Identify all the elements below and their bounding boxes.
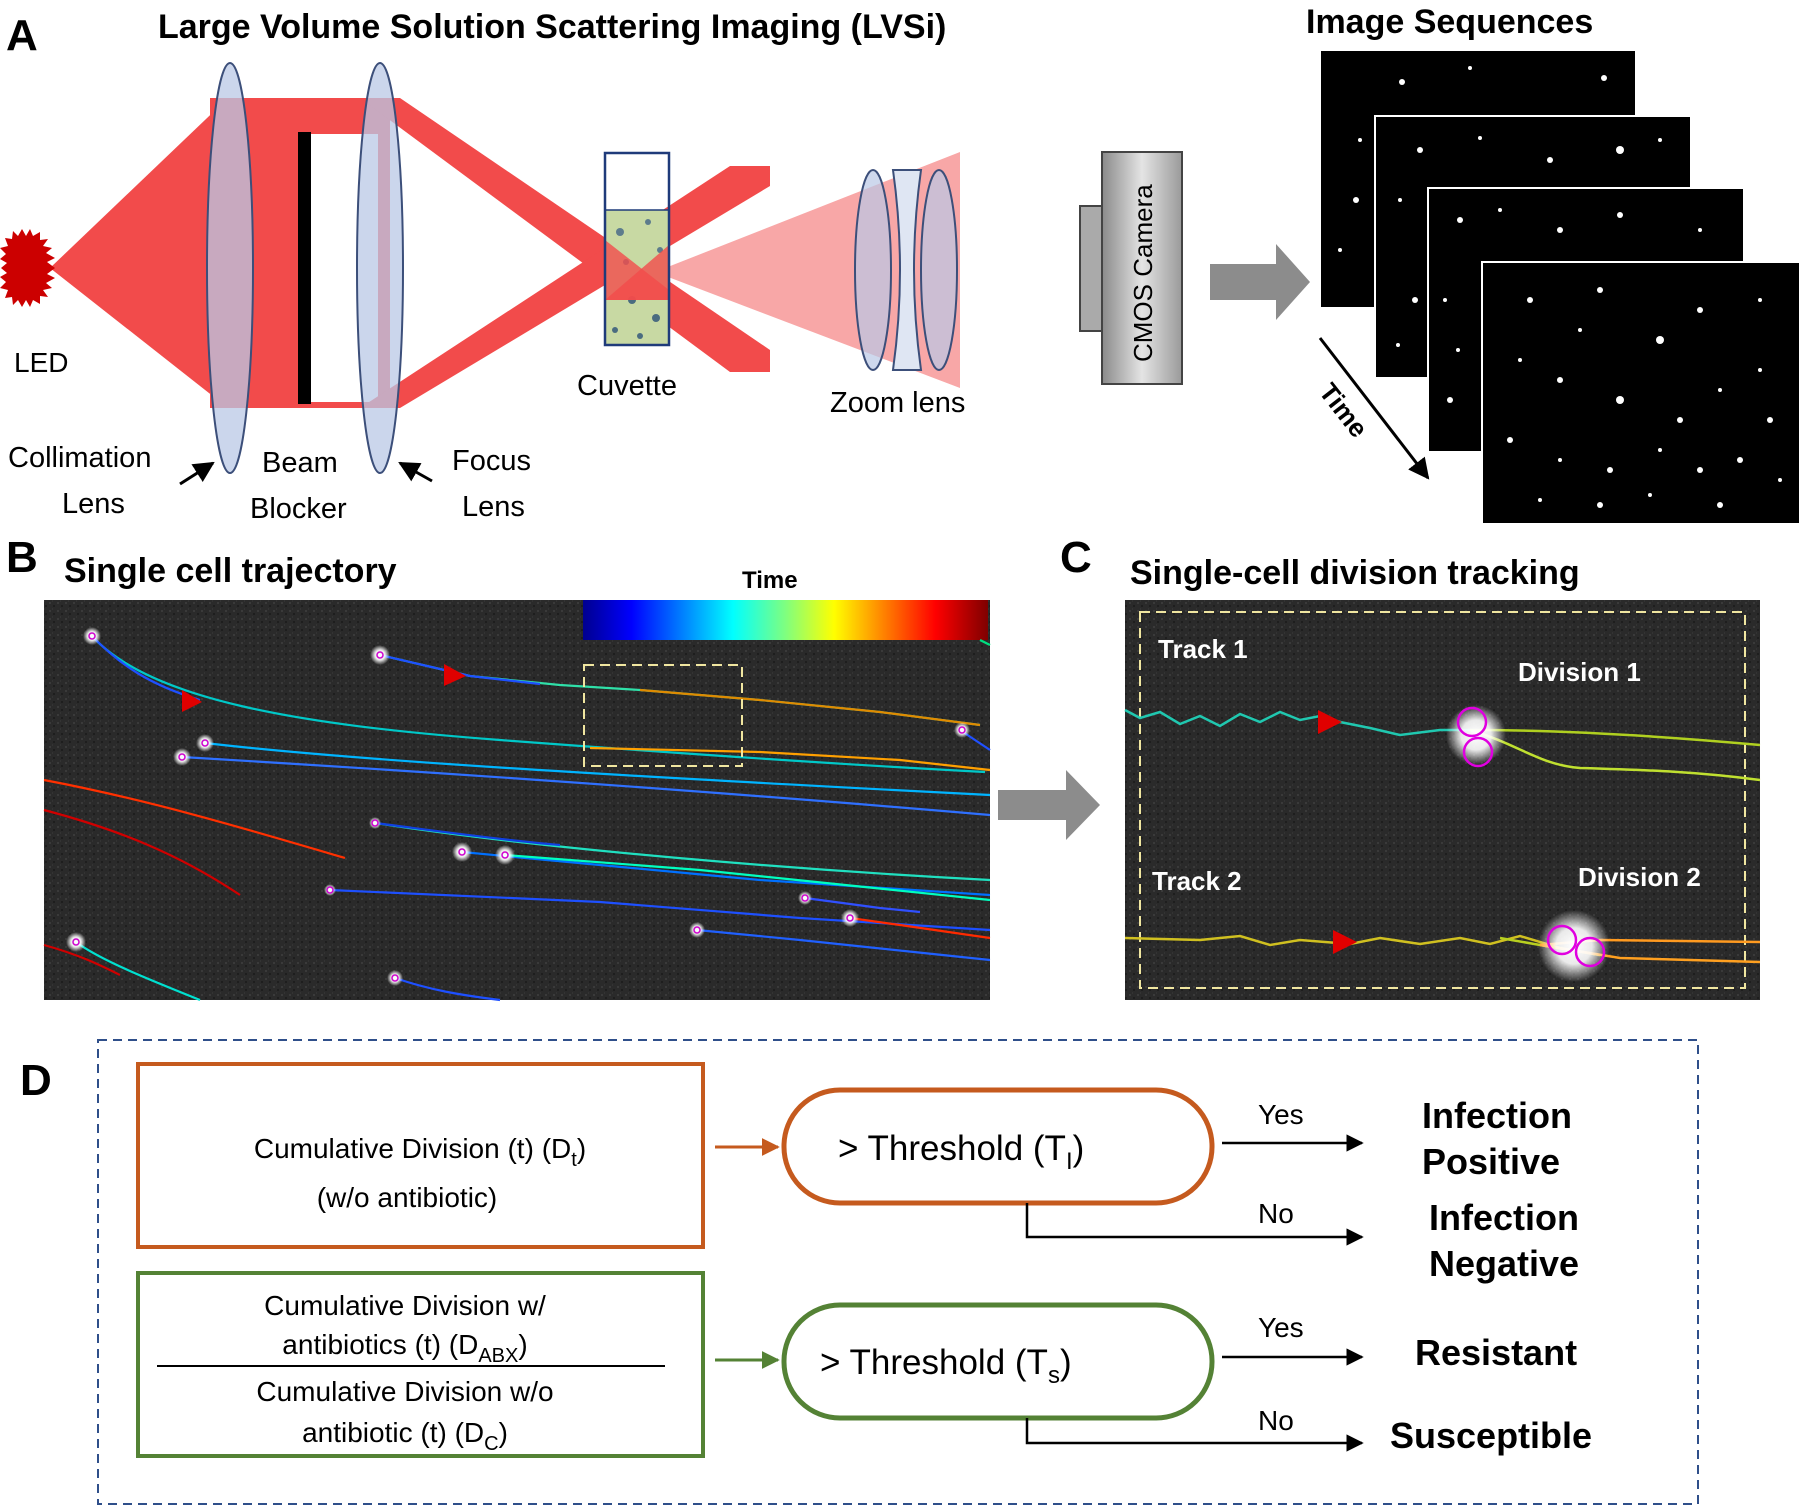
image-sequences-title: Image Sequences xyxy=(1306,3,1593,41)
ratio-numerator-line1: Cumulative Division w/ xyxy=(264,1290,546,1321)
panel-b-title: Single cell trajectory xyxy=(64,552,397,590)
no-arrow-2 xyxy=(1025,1418,1364,1452)
collimation-lens xyxy=(206,62,254,474)
panel-d: D Cumulative Division (t) (Dt) (w/o anti… xyxy=(20,1039,1699,1505)
infection-positive-line2: Positive xyxy=(1422,1141,1560,1182)
panel-c-letter: C xyxy=(1060,533,1092,582)
focus-label-1: Focus xyxy=(452,445,531,477)
zoom-lens xyxy=(854,169,958,371)
threshold-infection-pill xyxy=(781,1087,1215,1206)
trajectory-image xyxy=(44,600,990,1000)
direction-arrow-1 xyxy=(182,690,202,712)
track2-arrow xyxy=(1333,930,1357,954)
yes-label-2: Yes xyxy=(1258,1312,1304,1343)
panel-a-title: Large Volume Solution Scattering Imaging… xyxy=(158,8,946,46)
infection-negative-line1: Infection xyxy=(1429,1197,1579,1238)
time-arrow xyxy=(1318,337,1430,480)
collimation-label-2: Lens xyxy=(62,488,125,520)
division-tracks xyxy=(1124,708,1761,964)
panel-c: C Single-cell division tracking Track 1 … xyxy=(1060,533,1761,1000)
focused-beam-upper xyxy=(360,98,770,372)
division1-label: Division 1 xyxy=(1518,657,1641,687)
cuvette-label: Cuvette xyxy=(577,370,677,402)
zoom-lens-label: Zoom lens xyxy=(830,387,965,419)
beam-blocker-label-2: Blocker xyxy=(250,493,347,525)
focus-lens xyxy=(356,62,404,474)
division-ratio-box xyxy=(136,1271,705,1458)
image-stack xyxy=(1319,49,1800,525)
zoom-region xyxy=(583,664,743,767)
box1-line2: (w/o antibiotic) xyxy=(317,1182,498,1213)
susceptible-label: Susceptible xyxy=(1390,1415,1592,1456)
time-label: Time xyxy=(1313,377,1374,443)
cuvette xyxy=(603,151,671,347)
led-label: LED xyxy=(14,347,68,378)
led-cone xyxy=(50,98,228,408)
yes-label-1: Yes xyxy=(1258,1099,1304,1130)
panel-d-border xyxy=(97,1039,1699,1505)
infection-positive-line1: Infection xyxy=(1422,1095,1572,1136)
division-border xyxy=(1139,611,1746,989)
resistant-label: Resistant xyxy=(1415,1332,1577,1373)
collimation-label-1: Collimation xyxy=(8,442,151,474)
focus-label-2: Lens xyxy=(462,491,525,523)
infection-negative-line2: Negative xyxy=(1429,1243,1579,1284)
no-label-2: No xyxy=(1258,1405,1294,1436)
division2-label: Division 2 xyxy=(1578,862,1701,892)
time-colorbar xyxy=(583,600,988,640)
panel-a: A Large Volume Solution Scattering Imagi… xyxy=(0,3,1800,525)
track1-label: Track 1 xyxy=(1158,634,1248,664)
ratio-denominator-line1: Cumulative Division w/o xyxy=(256,1376,553,1407)
cumulative-division-box xyxy=(136,1062,705,1249)
cell-markers xyxy=(66,627,970,986)
division2-cells xyxy=(1538,910,1610,982)
camera-label: CMOS Camera xyxy=(1128,184,1158,362)
flow-arrow-b xyxy=(998,770,1100,840)
threshold-susceptibility-pill xyxy=(781,1302,1215,1421)
division1-cells xyxy=(1446,705,1506,768)
panel-a-letter: A xyxy=(6,11,38,60)
beam-blocker xyxy=(298,132,311,404)
cmos-camera xyxy=(1079,151,1183,385)
ratio-denominator-line2: antibiotic (t) (DC) xyxy=(302,1417,508,1455)
panel-b-letter: B xyxy=(6,533,38,582)
threshold-infection-label: > Threshold (TI) xyxy=(838,1129,1084,1175)
panel-d-letter: D xyxy=(20,1056,52,1105)
box1-line1: Cumulative Division (t) (Dt) xyxy=(254,1133,586,1171)
threshold-susceptibility-label: > Threshold (Ts) xyxy=(820,1343,1072,1389)
track2-label: Track 2 xyxy=(1152,866,1242,896)
no-arrow-1 xyxy=(1025,1203,1364,1246)
led-icon xyxy=(0,229,55,307)
track1-arrow xyxy=(1318,710,1342,734)
flow-arrow-a xyxy=(1210,244,1310,320)
focus-pointer xyxy=(398,461,433,483)
ratio-numerator-line2: antibiotics (t) (DABX) xyxy=(282,1329,527,1367)
beam-blocker-label-1: Beam xyxy=(262,447,338,479)
panel-b: B Single cell trajectory Time xyxy=(6,533,1100,1002)
direction-arrow-2 xyxy=(444,664,466,686)
colorbar-label: Time xyxy=(742,567,798,594)
no-label-1: No xyxy=(1258,1198,1294,1229)
trajectories xyxy=(43,635,991,1002)
collimation-pointer xyxy=(179,461,215,486)
panel-c-title: Single-cell division tracking xyxy=(1130,554,1580,592)
division-image xyxy=(1125,600,1760,1000)
